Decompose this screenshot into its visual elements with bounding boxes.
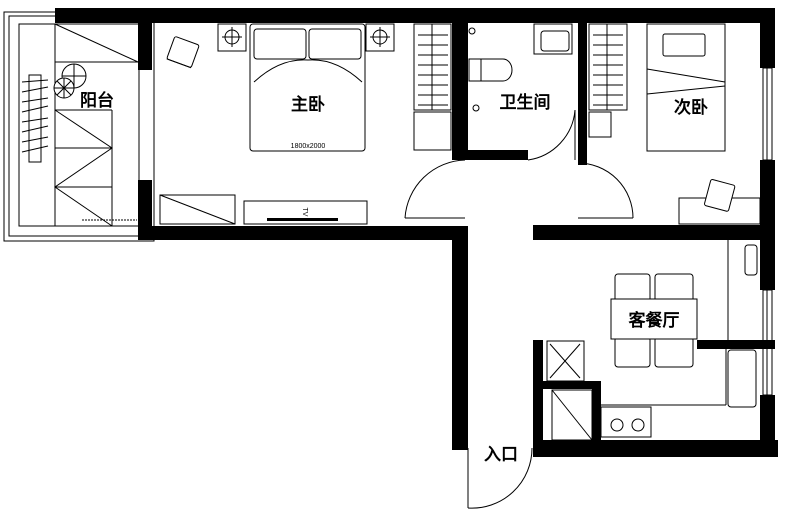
- armchair-icon: [166, 36, 200, 69]
- room-label-second-bedroom: 次卧: [674, 97, 708, 118]
- toilet-icon: [480, 58, 513, 82]
- floor-drain-icon: [472, 104, 480, 112]
- balcony-outline: [3, 11, 155, 242]
- water-heater-icon: [744, 244, 758, 276]
- clothes-rack-bars: [21, 79, 49, 153]
- master-bedroom-furniture: TV 1800x2000: [159, 23, 395, 225]
- room-label-bathroom: 卫生间: [500, 92, 551, 113]
- living-furniture: [546, 240, 758, 441]
- master-door-swing: [404, 159, 466, 219]
- bed-size-label: 1800x2000: [291, 143, 326, 150]
- kitchen-sink-icon: [727, 349, 757, 408]
- second-bedroom-door-swing: [577, 162, 634, 219]
- windows: [762, 67, 773, 396]
- dining-chair-icon: [654, 336, 694, 368]
- plant-icon: [53, 63, 87, 99]
- entrance-door-swing: [467, 447, 533, 509]
- walls: [55, 8, 778, 457]
- toilet-tank: [468, 58, 482, 82]
- room-label-balcony: 阳台: [80, 90, 114, 111]
- wardrobe-icon: [588, 23, 628, 111]
- second-bedroom-furniture: [646, 23, 761, 225]
- chair-icon: [704, 179, 736, 212]
- dining-chair-icon: [614, 336, 651, 368]
- room-label-master-bedroom: 主卧: [291, 94, 325, 115]
- tv-label: TV: [301, 208, 308, 217]
- room-label-living-dining: 客餐厅: [628, 310, 680, 331]
- room-label-entrance: 入口: [484, 445, 518, 465]
- dining-table-icon: [610, 298, 698, 340]
- wardrobes: [413, 23, 628, 151]
- bathroom-fixtures: [468, 23, 573, 112]
- room-labels: 阳台 主卧 卫生间 次卧 客餐厅 入口: [80, 90, 708, 465]
- doors: [404, 109, 634, 509]
- shoe-rack-icon: [588, 111, 612, 138]
- washing-machine-icon: [413, 111, 452, 151]
